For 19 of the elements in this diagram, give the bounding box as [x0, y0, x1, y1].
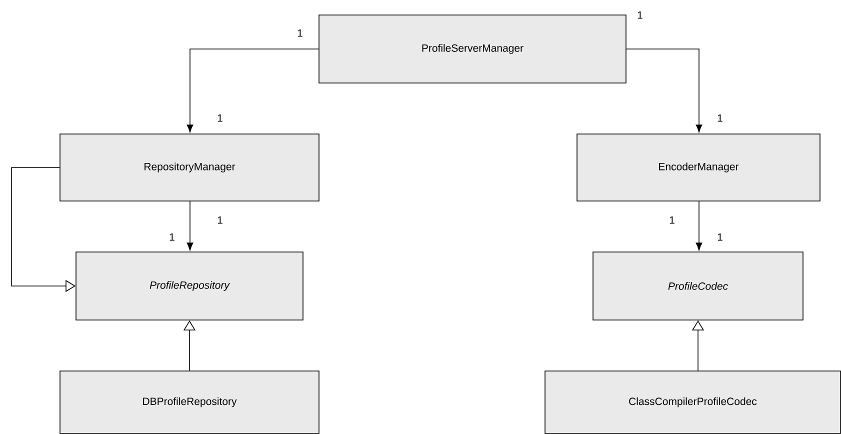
arrow: [626, 48, 702, 132]
arrow: [696, 201, 702, 250]
multiplicity-label: 1: [638, 11, 642, 19]
multiplicity-label: 1: [718, 233, 722, 241]
class-box: RepositoryManager: [60, 134, 320, 202]
multiplicity-label: 1: [218, 216, 222, 224]
multiplicity-label: 1: [170, 233, 174, 241]
arrow: [186, 48, 319, 132]
class-box: ClassCompilerProfileCodec: [544, 370, 841, 434]
class-box: DBProfileRepository: [60, 370, 320, 434]
multiplicity-label: 1: [298, 29, 302, 37]
multiplicity-label: 1: [718, 114, 722, 122]
multiplicity-label: 1: [218, 114, 222, 122]
class-box: ProfileServerManager: [318, 14, 626, 84]
multiplicity-label: 1: [670, 216, 674, 224]
class-box: EncoderManager: [576, 134, 820, 202]
class-box: ProfileRepository: [76, 252, 304, 320]
class-box: ProfileCodec: [592, 252, 804, 320]
arrow: [186, 201, 194, 250]
